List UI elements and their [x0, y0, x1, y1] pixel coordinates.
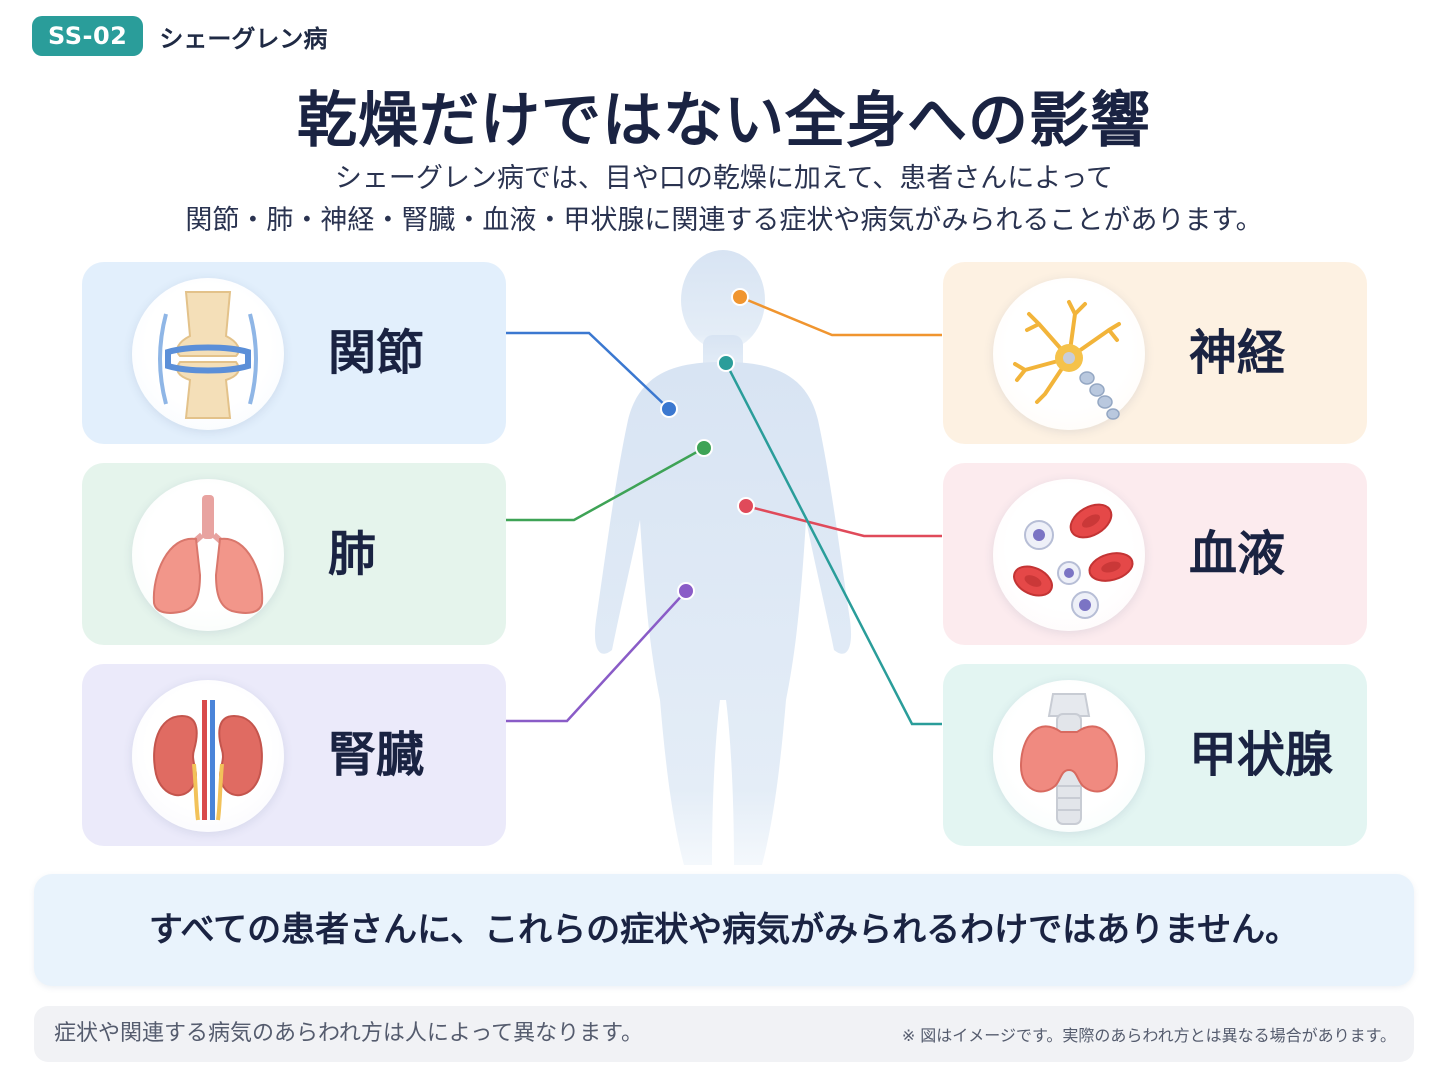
nerve-label: 神経 — [1189, 325, 1286, 381]
subtitle-line-2: 関節・肺・神経・腎臓・血液・甲状腺に関連する症状や病気がみられることがあります。 — [185, 205, 1263, 236]
lung-connector-line — [506, 446, 705, 522]
disclaimer-message: すべての患者さんに、これらの症状や病気がみられるわけではありません。 — [148, 910, 1300, 950]
lung-marker-dot — [695, 439, 713, 457]
footer-note-left: 症状や関連する病気のあらわれ方は人によって異なります。 — [54, 1021, 643, 1046]
card-nerve: 神経 — [943, 262, 1367, 444]
blood-illustration — [993, 479, 1145, 631]
lung-label: 肺 — [328, 526, 377, 582]
thyroid-label: 甲状腺 — [1189, 727, 1334, 783]
joint-connector-line — [506, 331, 670, 410]
joint-marker-dot — [660, 400, 678, 418]
nerve-illustration — [993, 278, 1145, 430]
blood-label: 血液 — [1189, 526, 1286, 582]
kidneys-icon — [153, 700, 263, 821]
neuron-icon — [1013, 300, 1121, 420]
card-blood: 血液 — [943, 463, 1367, 645]
header-tag-row: SS-02 シェーグレン病 — [32, 16, 327, 56]
joint-illustration — [132, 278, 284, 430]
footer-note-box: 症状や関連する病気のあらわれ方は人によって異なります。 ※ 図はイメージです。実… — [34, 1006, 1414, 1062]
blood-cells-icon — [1013, 503, 1134, 619]
card-joint: 関節 — [82, 262, 506, 444]
page-title: 乾燥だけではない全身への影響 — [297, 86, 1151, 156]
kidney-illustration — [132, 680, 284, 832]
card-lung: 肺 — [82, 463, 506, 645]
lung-illustration — [132, 479, 284, 631]
kidney-connector-line — [506, 590, 687, 723]
document-id-badge: SS-02 — [32, 16, 144, 56]
joint-label: 関節 — [328, 325, 425, 381]
kidney-marker-dot — [677, 582, 695, 600]
thyroid-marker-dot — [717, 354, 735, 372]
lungs-icon — [152, 495, 264, 614]
knee-joint-icon — [158, 291, 258, 419]
nerve-connector-line — [739, 295, 942, 337]
nerve-marker-dot — [731, 288, 749, 306]
footer-note-right: ※ 図はイメージです。実際のあらわれ方とは異なる場合があります。 — [901, 1026, 1396, 1045]
page-subtitle: シェーグレン病では、目や口の乾燥に加えて、患者さんによって 関節・肺・神経・腎臓… — [0, 158, 1448, 242]
card-kidney: 腎臓 — [82, 664, 506, 846]
blood-marker-dot — [737, 497, 755, 515]
card-thyroid: 甲状腺 — [943, 664, 1367, 846]
disclaimer-banner: すべての患者さんに、これらの症状や病気がみられるわけではありません。 — [34, 874, 1414, 986]
thyroid-icon — [1019, 693, 1119, 825]
thyroid-illustration — [993, 680, 1145, 832]
subtitle-line-1: シェーグレン病では、目や口の乾燥に加えて、患者さんによって — [334, 163, 1114, 194]
thyroid-connector-line — [724, 362, 942, 726]
blood-connector-line — [745, 504, 942, 538]
disease-name: シェーグレン病 — [159, 24, 328, 53]
human-silhouette-icon — [594, 250, 852, 865]
kidney-label: 腎臓 — [328, 727, 425, 783]
